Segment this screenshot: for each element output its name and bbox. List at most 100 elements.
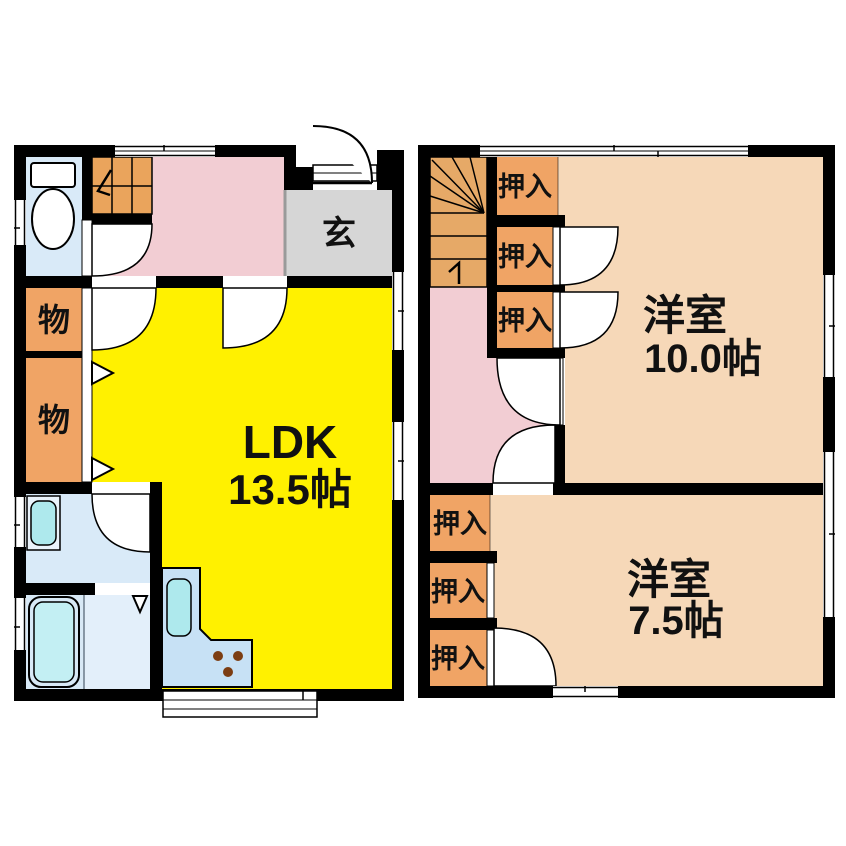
genkan-ldk-door-swing	[222, 287, 288, 349]
hall-ldk-door-swing	[91, 287, 157, 351]
closet-75c	[430, 630, 487, 686]
wall	[487, 157, 497, 353]
bathtub-basin	[33, 601, 75, 683]
closet-label: 押入	[498, 306, 552, 336]
ldk-area-label: 13.5帖	[228, 466, 352, 513]
wall	[497, 285, 565, 292]
wall	[418, 145, 430, 698]
toilet-fixture	[30, 162, 76, 250]
window-washroom	[14, 497, 26, 547]
closet-label: 押入	[433, 509, 487, 539]
wall	[14, 276, 392, 288]
staircase-floor2	[429, 156, 488, 288]
washroom-door-swing	[91, 493, 151, 553]
window-toilet	[14, 200, 26, 245]
bathroom-folding-door-mark	[131, 595, 149, 615]
stove-burner	[213, 651, 223, 661]
closet-75b	[430, 563, 487, 618]
stair-arrow	[96, 169, 113, 197]
hallway-floor2	[430, 287, 487, 483]
door-opening	[92, 482, 150, 494]
storage-door-panel	[81, 287, 93, 483]
closet-door-leaf	[552, 291, 561, 349]
storage1-room	[26, 288, 82, 352]
floor2-windows	[480, 145, 835, 698]
closet-label: 押入	[498, 242, 552, 272]
wall	[418, 686, 835, 698]
entrance-label: 玄	[322, 215, 356, 253]
closet-label: 押入	[498, 172, 552, 202]
window-room75-south	[553, 686, 618, 698]
floor1-plan: 玄 物 物 LDK 13.5帖	[14, 125, 404, 718]
room10-area-label: 10.0帖	[644, 337, 762, 381]
kitchen-sink	[166, 578, 192, 637]
bathtub-fixture	[28, 596, 80, 688]
wall	[82, 157, 92, 220]
stair-arrow	[448, 260, 461, 284]
entrance-genkan	[286, 190, 392, 276]
washbasin-sink	[30, 500, 57, 546]
closet-10c-door-swing	[559, 291, 619, 349]
entrance-door	[312, 125, 378, 185]
wall	[296, 167, 313, 190]
door-opening	[223, 276, 287, 288]
storage2-room	[26, 358, 82, 482]
closet-label: 押入	[431, 577, 485, 607]
door-opening	[92, 276, 156, 288]
window-room75-east	[823, 452, 835, 617]
wall	[497, 215, 565, 227]
window-kitchen	[162, 690, 318, 718]
floor1-door-swings	[91, 223, 288, 615]
closet-door-leaf	[486, 562, 495, 619]
closet-10c	[497, 292, 553, 348]
entrance-door-swing	[312, 125, 373, 184]
window-bathroom	[14, 598, 26, 650]
window-top-floor2	[480, 145, 748, 157]
stove-burner	[233, 651, 243, 661]
door-opening	[95, 583, 150, 595]
window-ldk-east-1	[392, 272, 404, 350]
storage2-door-mark	[91, 456, 116, 482]
washbasin-fixture	[26, 495, 61, 551]
storage2-label: 物	[38, 402, 70, 438]
toilet-door-leaf	[81, 219, 93, 277]
wall	[418, 483, 823, 495]
room75-label: 洋室	[627, 556, 711, 603]
room75-door-swing	[492, 424, 556, 484]
floor2-door-swings	[492, 226, 619, 687]
room10-label: 洋室	[643, 292, 727, 339]
floor1-windows	[14, 145, 404, 718]
storage1-label: 物	[38, 302, 70, 338]
wall	[430, 618, 497, 630]
closet-door-leaf	[552, 226, 561, 286]
closet-door-leaf	[486, 629, 495, 687]
storage1-door-mark	[91, 360, 116, 386]
door-opening	[493, 483, 553, 495]
toilet-bowl	[31, 188, 75, 250]
wall	[430, 551, 497, 563]
wall	[377, 150, 404, 190]
closet-10b-door-swing	[559, 226, 619, 286]
wall	[92, 214, 152, 224]
wall	[26, 351, 82, 358]
staircase-floor1	[91, 156, 153, 215]
closet-label: 押入	[431, 644, 485, 674]
toilet-tank	[30, 162, 76, 188]
window-room10-east	[823, 275, 835, 377]
floor1-door-openings	[81, 219, 287, 595]
closet-10b	[497, 227, 553, 285]
room75-area-label: 7.5帖	[628, 599, 724, 643]
floor2-plan: 押入 押入 押入 押入 押入 押入 洋室 10.0帖 洋室 7.5帖	[418, 145, 835, 698]
stove-burner	[223, 667, 233, 677]
ldk-label: LDK	[243, 416, 338, 468]
toilet-door-swing	[91, 223, 153, 277]
wall	[150, 482, 162, 689]
wall	[283, 145, 296, 190]
closet-75c-door-swing	[493, 627, 557, 687]
window-ldk-east-2	[392, 422, 404, 500]
window-top	[115, 145, 215, 157]
kitchen-counter	[161, 567, 253, 688]
closet-10a	[497, 157, 558, 215]
